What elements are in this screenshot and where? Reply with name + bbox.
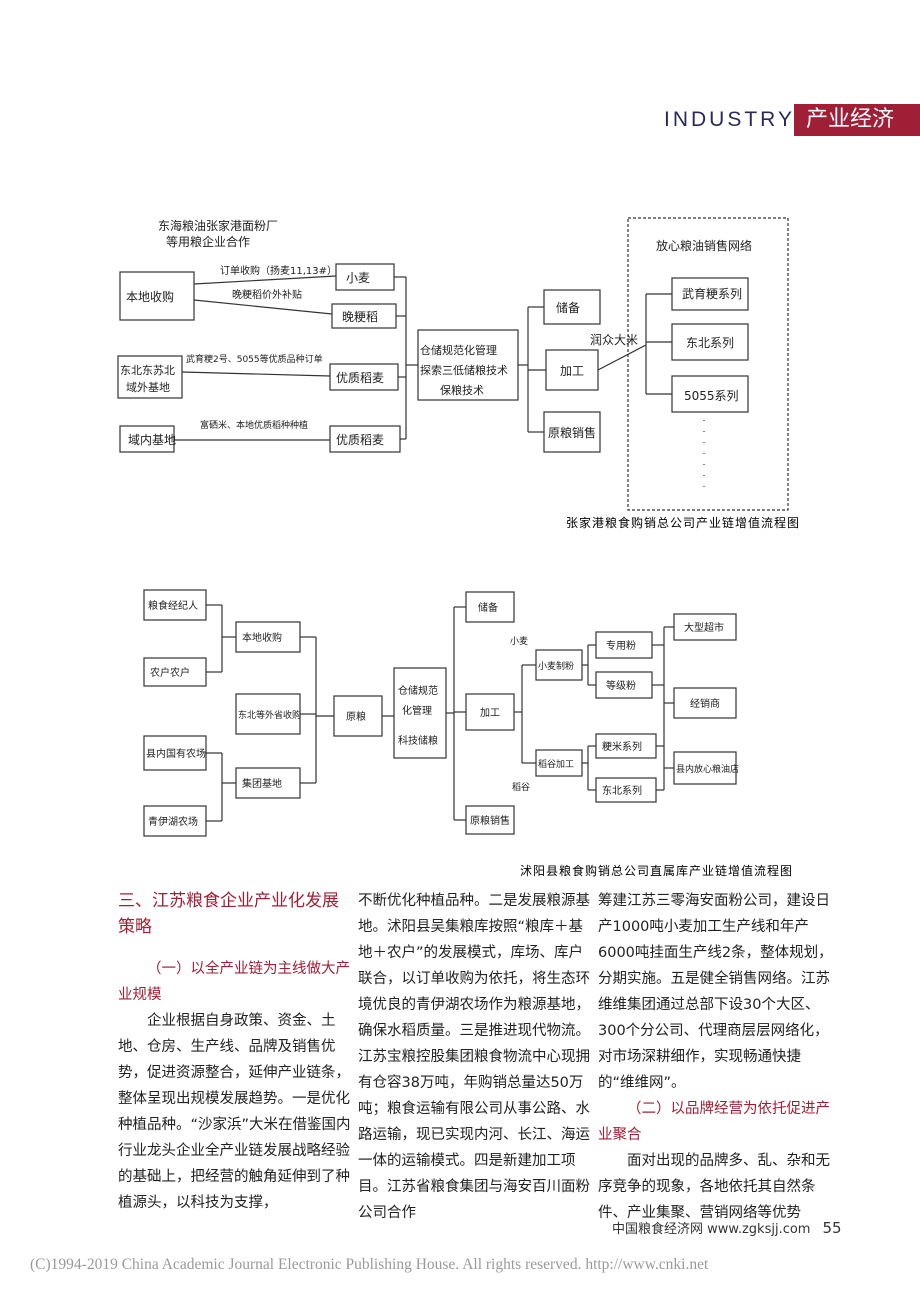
d1-series-2: 东北系列 (686, 336, 734, 350)
d1-link-domestic: 富硒米、本地优质稻种种植 (200, 419, 308, 431)
d2-storage-2: 化管理 (402, 704, 432, 717)
d2-rice1: 粳米系列 (602, 740, 642, 753)
copyright-watermark: (C)1994-2019 China Academic Journal Elec… (30, 1256, 709, 1273)
d1-node-local: 本地收购 (126, 289, 174, 304)
d2-reserve: 储备 (478, 601, 498, 614)
d1-node-northeast-1: 东北东苏北 (120, 364, 175, 377)
d1-series-1: 武育粳系列 (682, 286, 742, 301)
node-local-box (119, 271, 195, 321)
d1-node-wheat: 小麦 (346, 271, 370, 285)
col3-paragraph: 筹建江苏三零海安面粉公司，建设日产1000吨小麦加工生产线和年产6000吨挂面生… (598, 893, 833, 1091)
diagram-shuyang: 粮食经纪人 农户农户 本地收购 东北等外省收购 县内国有农场 集团基地 青伊湖农… (143, 589, 793, 878)
d2-rawsales: 原粮销售 (470, 814, 510, 827)
col1-paragraph: 企业根据自身政策、资金、土地、仓房、生产线、品牌及销售优势，促进资源整合，延伸产… (118, 1013, 351, 1211)
d2-label-rice: 稻谷 (512, 782, 530, 793)
d1-caption: 张家港粮食购销总公司产业链增值流程图 (566, 515, 800, 530)
diagram-zhangjiagang: 东海粮油张家港面粉厂 等用粮企业合作 订单收购（扬麦11,13#） 晚粳稻价外补… (117, 217, 800, 530)
d1-network-title: 放心粮油销售网络 (656, 238, 752, 253)
d2-broker: 粮食经纪人 (148, 599, 198, 612)
d2-farmer: 农户农户 (150, 666, 190, 679)
d2-base: 集团基地 (242, 777, 282, 790)
footer: 中国粮食经济网 www.zgksjj.com 55 (612, 1218, 842, 1237)
d1-storage-2: 探索三低储粮技术 (420, 363, 508, 377)
footer-site: 中国粮食经济网 www.zgksjj.com (612, 1222, 811, 1237)
d1-node-raw-sales: 原粮销售 (548, 425, 596, 440)
d2-raw: 原粮 (346, 710, 366, 723)
article-column-3: 筹建江苏三零海安面粉公司，建设日产1000吨小麦加工生产线和年产6000吨挂面生… (598, 888, 834, 1226)
col3-paragraph-2: 面对出现的品牌多、乱、杂和无序竞争的现象，各地依托其自然条件、产业集聚、营销网络… (598, 1153, 830, 1221)
d1-node-reserve: 储备 (556, 300, 580, 315)
d1-price-label: 晚粳稻价外补贴 (232, 288, 302, 301)
page-number: 55 (822, 1219, 842, 1237)
d1-node-quality-2: 优质稻麦 (336, 433, 384, 447)
d1-storage-3: 保粮技术 (440, 383, 484, 397)
d2-super: 大型超市 (684, 621, 724, 634)
d2-store: 县内放心粮油店 (676, 763, 739, 775)
d1-node-process: 加工 (560, 364, 584, 378)
d2-dealer: 经销商 (690, 697, 720, 710)
d1-link-rice: 润众大米 (590, 333, 638, 347)
node-northeast-box (117, 355, 183, 399)
d2-caption: 沭阳县粮食购销总公司直属库产业链增值流程图 (520, 863, 793, 878)
col2-paragraph: 不断优化种植品种。二是发展粮源基地。沭阳县吴集粮库按照“粮库＋基地＋农户”的发展… (358, 893, 590, 1221)
d2-process: 加工 (480, 707, 500, 719)
article-column-2: 不断优化种植品种。二是发展粮源基地。沭阳县吴集粮库按照“粮库＋基地＋农户”的发展… (358, 888, 594, 1226)
d2-special: 专用粉 (606, 639, 636, 652)
d1-top-note-1: 东海粮油张家港面粉厂 (158, 218, 278, 233)
header-industry-zh: 产业经济 (794, 104, 920, 136)
d2-qingyi: 青伊湖农场 (148, 815, 198, 828)
article-column-1: 三、江苏粮食企业产业化发展策略 （一）以全产业链为主线做大产业规模 企业根据自身… (118, 888, 354, 1216)
d1-order-label: 订单收购（扬麦11,13#） (220, 264, 337, 277)
d2-rice2: 东北系列 (602, 784, 642, 797)
d2-grade: 等级粉 (606, 679, 636, 692)
d1-node-quality-1: 优质稻麦 (336, 371, 384, 385)
d1-top-note-2: 等用粮企业合作 (166, 234, 250, 249)
node-domestic-box (119, 425, 175, 453)
d2-ricemill: 稻谷加工 (538, 759, 574, 770)
header-industry-en: INDUSTRY (664, 108, 795, 131)
d1-node-northeast-2: 域外基地 (126, 381, 170, 394)
d2-storage-3: 科技储粮 (398, 734, 438, 747)
d2-storage-1: 仓储规范 (398, 684, 438, 697)
network-area (627, 217, 789, 511)
section-title: 三、江苏粮食企业产业化发展策略 (118, 891, 339, 937)
d1-node-domestic: 域内基地 (128, 433, 176, 447)
d1-series-3: 5055系列 (684, 389, 739, 403)
d1-storage-1: 仓储规范化管理 (420, 343, 497, 357)
d2-localbuy: 本地收购 (242, 631, 282, 644)
subsection-2-title: （二）以品牌经营为依托促进产业聚合 (598, 1101, 830, 1143)
d2-northeast: 东北等外省收购 (238, 709, 301, 721)
d2-label-wheat: 小麦 (510, 635, 528, 647)
d1-node-late-rice: 晚粳稻 (342, 310, 378, 324)
subsection-1-title: （一）以全产业链为主线做大产业规模 (118, 961, 350, 1003)
d2-wheatmill: 小麦制粉 (538, 660, 574, 672)
d1-link-northeast: 武育粳2号、5055等优质品种订单 (186, 353, 323, 365)
d2-county: 县内国有农场 (146, 747, 206, 760)
